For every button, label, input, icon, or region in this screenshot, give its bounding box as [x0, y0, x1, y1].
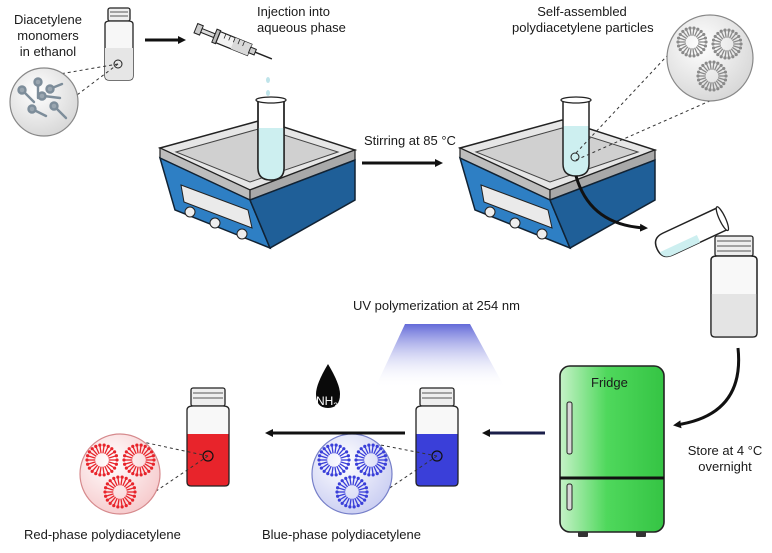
- fridge-label: Fridge: [591, 375, 628, 390]
- monomers-label: Diacetylene monomers in ethanol: [0, 12, 96, 60]
- micelle-icon: [676, 26, 708, 58]
- micelle-icon: [317, 443, 351, 477]
- hot-plate-stirrer-icon: [157, 119, 358, 250]
- particles-label: Self-assembled polydiacetylene particles: [512, 4, 654, 36]
- red-bubble: [79, 433, 209, 515]
- injection-label: Injection into aqueous phase: [257, 4, 346, 36]
- blue-phase-label: Blue-phase polydiacetylene: [262, 527, 421, 542]
- vial-icon: [415, 387, 459, 487]
- droplet-icon: [316, 364, 340, 408]
- micelle-icon: [335, 475, 369, 509]
- particles-line-2: polydiacetylene particles: [512, 20, 654, 35]
- store-label: Store at 4 °C overnight: [680, 443, 770, 475]
- micelle-icon: [711, 28, 743, 60]
- store-line-1: Store at 4 °C: [687, 443, 763, 458]
- micelle-icon: [85, 443, 119, 477]
- micelle-icon: [122, 443, 156, 477]
- injection-line-1: Injection into: [257, 4, 330, 19]
- arrow-pour: [574, 175, 648, 232]
- test-tube-icon: [560, 96, 592, 177]
- uv-label: UV polymerization at 254 nm: [353, 298, 520, 313]
- red-phase-label: Red-phase polydiacetylene: [24, 527, 181, 542]
- blue-bubble: [311, 433, 438, 515]
- syringe-icon: [193, 22, 273, 108]
- test-tube-icon: [255, 96, 287, 181]
- fridge-icon: [559, 365, 665, 537]
- monomers-line-3: in ethanol: [19, 44, 77, 59]
- nh3-sub: 3: [333, 401, 338, 411]
- micelle-icon: [354, 443, 388, 477]
- monomer-bubble: [9, 63, 119, 137]
- vial-icon: [186, 387, 230, 487]
- monomers-line-1: Diacetylene: [14, 12, 82, 27]
- vial-icon: [104, 7, 134, 81]
- store-line-2: overnight: [698, 459, 752, 474]
- nh3-main: NH: [316, 394, 334, 408]
- nh3-label: NH3: [316, 393, 338, 414]
- micelle-icon: [696, 60, 728, 92]
- vial-icon: [710, 235, 758, 338]
- arrow-to-fridge: [673, 347, 741, 429]
- particles-bubble: [575, 14, 754, 161]
- hot-plate-stirrer-icon: [457, 119, 658, 250]
- test-tube-icon: [654, 206, 730, 258]
- micelle-icon: [103, 475, 137, 509]
- monomers-line-2: monomers: [17, 28, 79, 43]
- uv-beam: [375, 324, 505, 388]
- injection-line-2: aqueous phase: [257, 20, 346, 35]
- particles-line-1: Self-assembled: [537, 4, 627, 19]
- stirring-label: Stirring at 85 °C: [364, 133, 456, 148]
